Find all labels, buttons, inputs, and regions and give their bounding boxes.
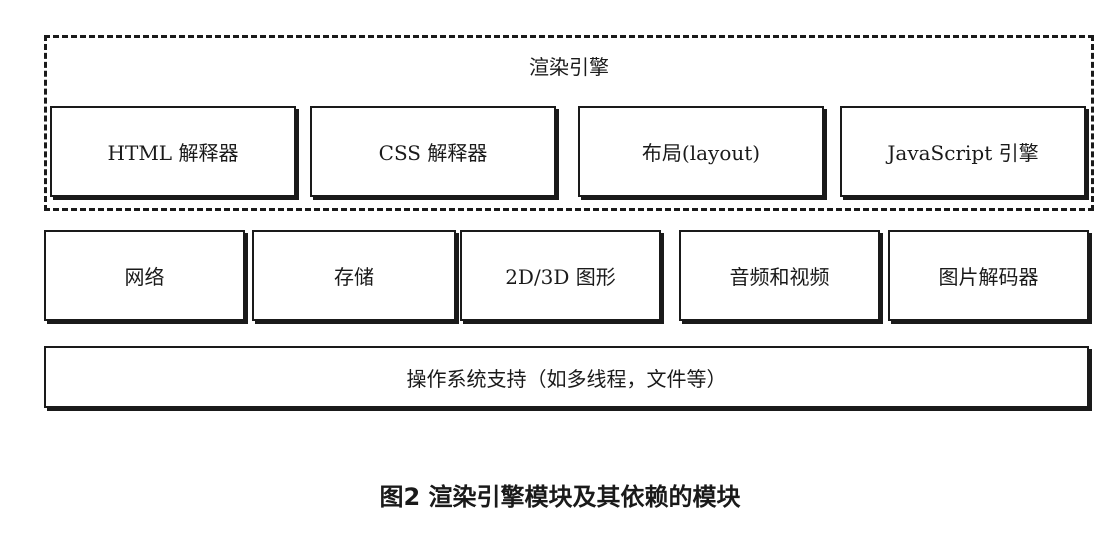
engine-module-css-interpreter: CSS 解释器 bbox=[310, 106, 556, 197]
dependency-network: 网络 bbox=[44, 230, 245, 321]
engine-module-html-interpreter: HTML 解释器 bbox=[50, 106, 296, 197]
rendering-engine-frame bbox=[44, 35, 1094, 211]
rendering-engine-title: 渲染引擎 bbox=[529, 55, 609, 79]
dependency-2d-3d-graphics: 2D/3D 图形 bbox=[460, 230, 661, 321]
os-support: 操作系统支持（如多线程，文件等） bbox=[44, 346, 1089, 408]
figure-caption: 图2 渲染引擎模块及其依赖的模块 bbox=[379, 483, 741, 511]
dependency-storage: 存储 bbox=[252, 230, 456, 321]
engine-module-javascript-engine: JavaScript 引擎 bbox=[840, 106, 1086, 197]
engine-module-layout: 布局(layout) bbox=[578, 106, 824, 197]
dependency-audio-video: 音频和视频 bbox=[679, 230, 880, 321]
dependency-image-decoder: 图片解码器 bbox=[888, 230, 1089, 321]
